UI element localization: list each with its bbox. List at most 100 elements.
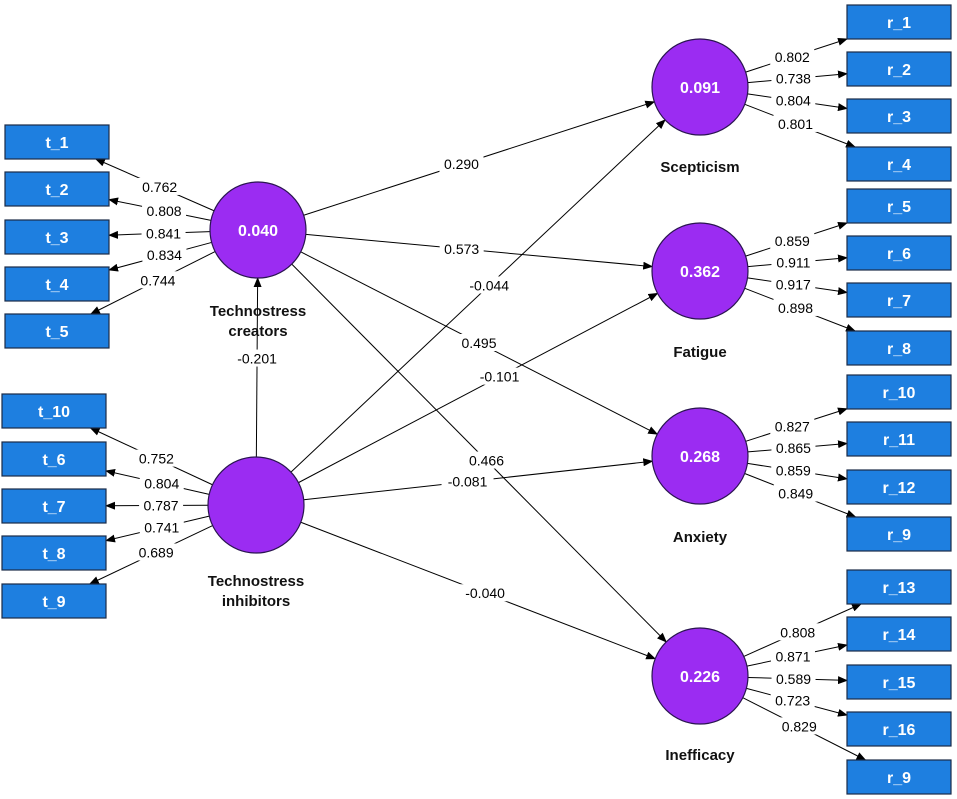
svg-text:0.802: 0.802 (775, 49, 810, 65)
loading-label-r_5: 0.859 (770, 231, 815, 249)
indicator-label: r_13 (883, 580, 916, 597)
indicator-r_14: r_14 (846, 616, 952, 652)
indicator-r_8: r_8 (846, 330, 952, 366)
svg-text:0.589: 0.589 (776, 671, 811, 687)
indicator-t_10: t_10 (1, 393, 107, 429)
indicator-label: r_16 (883, 722, 916, 739)
indicator-label: t_3 (45, 230, 68, 247)
path-coef-tc-an: 0.495 (457, 334, 501, 351)
svg-text:0.849: 0.849 (778, 486, 813, 502)
svg-text:0.804: 0.804 (144, 476, 179, 492)
loading-label-r_10: 0.827 (770, 417, 815, 435)
svg-text:-0.081: -0.081 (448, 474, 488, 490)
indicator-label: t_5 (45, 324, 68, 341)
indicator-r_15: r_15 (846, 664, 952, 700)
construct-circle (207, 456, 305, 554)
loading-label-r_7: 0.917 (771, 275, 816, 293)
path-coef-ti-tc: -0.201 (231, 349, 284, 367)
svg-text:0.859: 0.859 (775, 233, 810, 249)
indicator-label: r_14 (883, 627, 916, 644)
indicator-t_5: t_5 (4, 313, 110, 349)
path-coef-ti-sc: -0.044 (463, 276, 516, 294)
construct-name: Anxiety (673, 529, 728, 546)
construct-circle (651, 38, 749, 136)
indicator-label: r_6 (887, 246, 911, 263)
path-arrow-ti-sc (290, 119, 666, 473)
svg-text:0.829: 0.829 (782, 718, 817, 734)
svg-text:0.859: 0.859 (776, 463, 811, 479)
loading-label-r_4: 0.801 (773, 114, 818, 132)
indicator-r_16: r_16 (846, 711, 952, 747)
loading-label-r_2: 0.738 (771, 69, 816, 87)
construct-name: Inefficacy (665, 747, 735, 764)
indicator-t_3: t_3 (4, 219, 110, 255)
loading-label-t_8: 0.741 (139, 518, 184, 536)
svg-text:0.689: 0.689 (139, 544, 174, 560)
construct-circle (651, 222, 749, 320)
svg-text:0.834: 0.834 (147, 247, 182, 263)
loading-label-r_12: 0.859 (771, 461, 816, 479)
indicator-t_9: t_9 (1, 583, 107, 619)
indicator-r_13: r_13 (846, 569, 952, 605)
indicator-label: r_2 (887, 62, 911, 79)
indicator-label: t_1 (45, 135, 68, 152)
loading-label-r_8: 0.898 (773, 298, 818, 316)
indicator-r_6: r_6 (846, 235, 952, 271)
svg-text:-0.101: -0.101 (480, 369, 520, 385)
svg-text:0.917: 0.917 (776, 277, 811, 293)
loading-label-t_2: 0.808 (142, 201, 187, 219)
svg-text:0.290: 0.290 (444, 156, 479, 172)
construct-circle (651, 627, 749, 725)
path-arrow-ti-tc (253, 276, 262, 458)
svg-text:0.808: 0.808 (147, 203, 182, 219)
loading-label-t_5: 0.744 (135, 271, 180, 289)
loading-label-t_3: 0.841 (141, 224, 186, 242)
svg-text:0.723: 0.723 (775, 693, 810, 709)
svg-text:0.808: 0.808 (780, 624, 815, 640)
loading-label-t_6: 0.804 (139, 474, 184, 492)
construct-r2-value: 0.226 (680, 669, 720, 686)
indicator-label: r_11 (883, 432, 915, 449)
svg-text:0.871: 0.871 (775, 648, 810, 664)
path-coef-tc-fa: 0.573 (439, 239, 484, 257)
svg-text:0.466: 0.466 (469, 453, 504, 469)
indicator-r_12: r_12 (846, 469, 952, 505)
svg-text:0.911: 0.911 (776, 255, 810, 271)
indicator-label: r_3 (887, 109, 911, 126)
svg-text:0.762: 0.762 (142, 179, 177, 195)
loading-label-r_6: 0.911 (771, 253, 816, 271)
svg-text:-0.201: -0.201 (237, 351, 277, 367)
svg-text:0.898: 0.898 (778, 300, 813, 316)
svg-text:0.801: 0.801 (778, 116, 813, 132)
svg-text:0.841: 0.841 (146, 225, 181, 241)
indicator-t_4: t_4 (4, 266, 110, 302)
indicator-r_4: r_4 (846, 146, 952, 182)
construct-name: inhibitors (222, 593, 290, 610)
indicator-label: r_9 (887, 770, 911, 787)
svg-text:-0.044: -0.044 (469, 277, 509, 293)
indicator-label: r_10 (883, 385, 916, 402)
indicator-label: r_4 (887, 157, 911, 174)
indicator-t_8: t_8 (1, 535, 107, 571)
indicator-r_7: r_7 (846, 282, 952, 318)
construct-name: Scepticism (660, 159, 739, 176)
path-coef-ti-in: -0.040 (459, 584, 512, 602)
path-arrow-ti-fa (298, 292, 659, 484)
indicator-t_6: t_6 (1, 441, 107, 477)
loading-label-t_7: 0.787 (139, 496, 184, 514)
loading-label-r_11: 0.865 (771, 439, 816, 457)
svg-text:0.573: 0.573 (444, 241, 479, 257)
construct-name: Fatigue (673, 344, 726, 361)
loading-label-t_9: 0.689 (134, 543, 179, 561)
loading-label-r_1: 0.802 (770, 47, 815, 65)
construct-r2-value: 0.040 (238, 223, 278, 240)
loading-label-r_13: 0.808 (775, 623, 820, 641)
loading-label-r_14: 0.871 (770, 647, 815, 665)
indicator-label: t_10 (38, 404, 70, 421)
path-coef-ti-fa: -0.101 (473, 367, 526, 385)
edge-labels-layer: 0.7620.8080.8410.8340.7440.7520.8040.787… (134, 47, 822, 735)
